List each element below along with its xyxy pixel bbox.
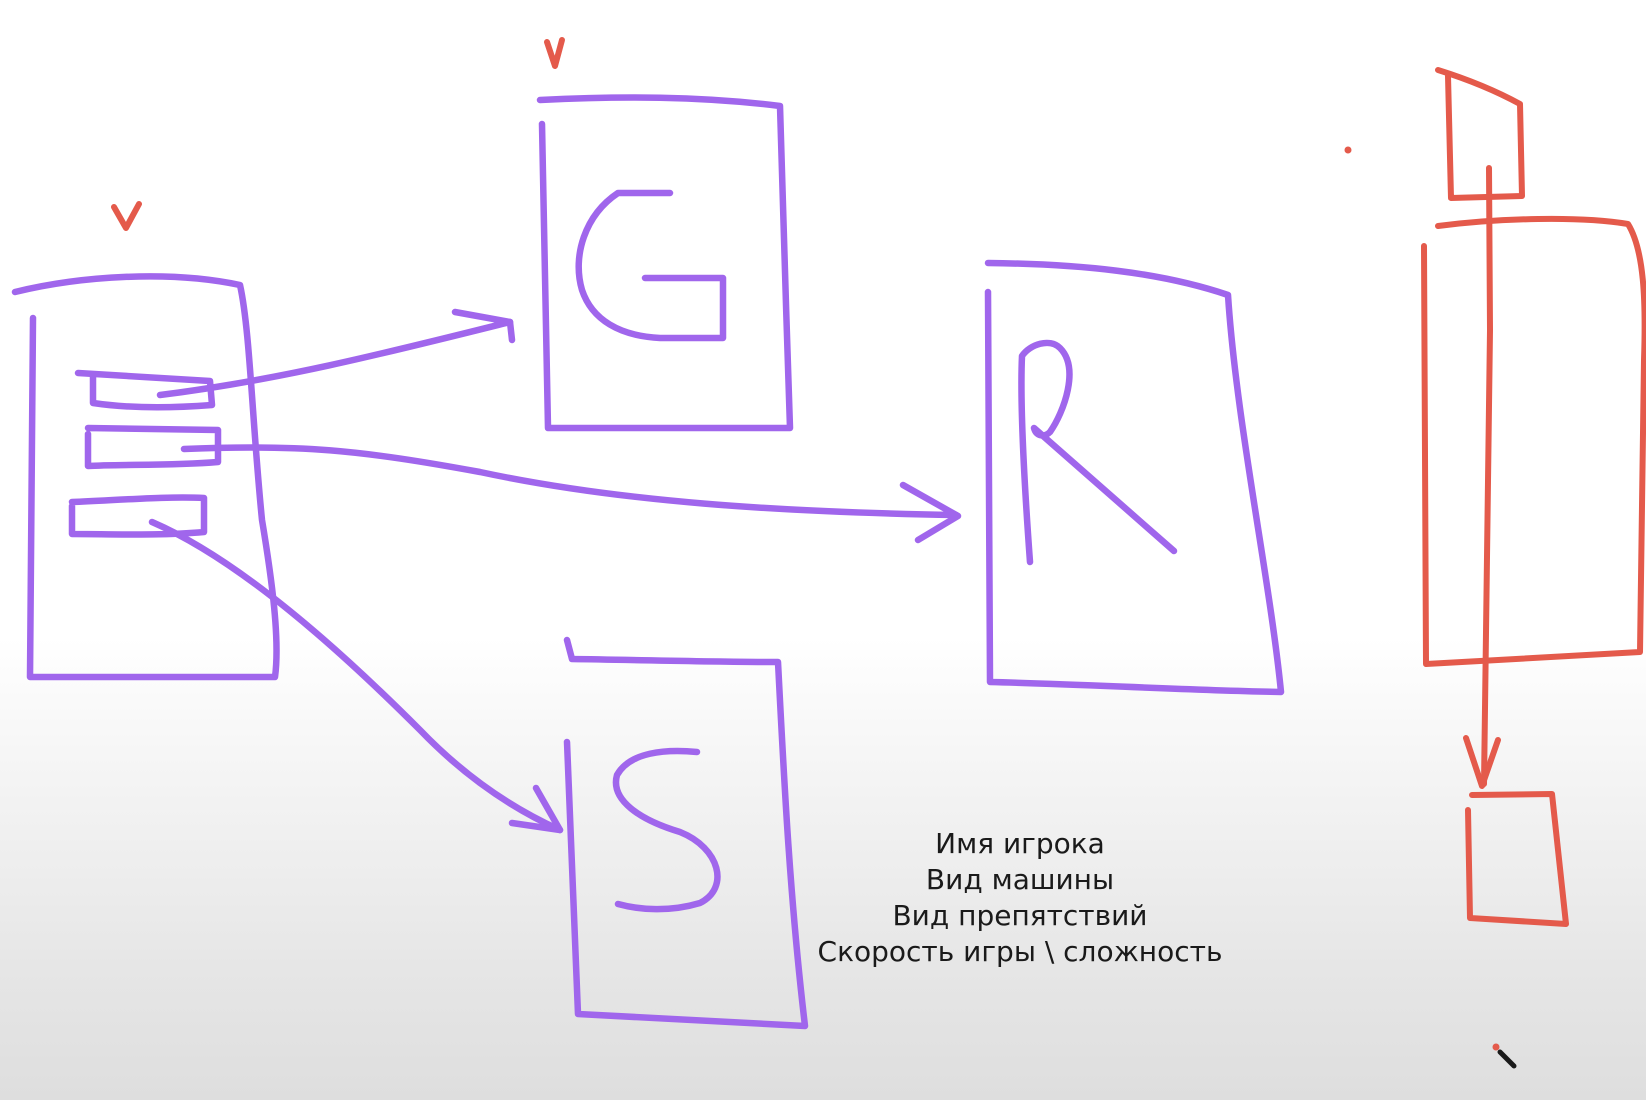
menu-check-mark (111, 201, 142, 231)
arrow-menu-to-settings-head (508, 784, 564, 834)
settings-screen-frame (563, 636, 809, 1030)
arrow-menu-to-results (180, 444, 960, 519)
flow-top-box (1435, 67, 1525, 201)
stray-dot (1344, 146, 1352, 154)
pen-cursor-icon (1497, 1049, 1517, 1069)
results-screen (984, 259, 1285, 696)
transition-arrows (148, 308, 962, 834)
settings-screen (563, 636, 809, 1030)
flow-big-box (1421, 215, 1646, 667)
menu-item-2 (84, 424, 222, 470)
game-screen (536, 37, 794, 432)
menu-screen-frame (11, 273, 280, 681)
game-check-mark (544, 37, 565, 69)
settings-note-car-type: Вид машины (925, 863, 1115, 896)
arrow-menu-to-game (156, 318, 514, 399)
flow-bottom-box (1465, 791, 1569, 927)
game-screen-letter-g (575, 189, 727, 342)
settings-note-player-name: Имя игрока (935, 827, 1105, 860)
arrow-menu-to-game-head (451, 308, 516, 344)
menu-screen (11, 201, 280, 681)
menu-item-3 (68, 494, 208, 538)
menu-item-1 (74, 369, 216, 411)
flow-arrow-head (1463, 735, 1501, 789)
pen-cursor-tip (1492, 1043, 1500, 1051)
settings-notes: Имя игрока Вид машины Вид препятствий Ск… (760, 826, 1280, 970)
results-screen-frame (984, 259, 1285, 696)
flow-arrow-line (1481, 165, 1493, 787)
results-screen-letter-r (1018, 339, 1178, 566)
arrow-menu-to-settings (148, 518, 564, 834)
flow-sketch (1344, 67, 1646, 1069)
settings-screen-letter-s (612, 747, 721, 913)
arrow-menu-to-results-head (899, 481, 962, 544)
settings-note-obstacle-type: Вид препятствий (892, 899, 1148, 932)
settings-note-speed-difficulty: Скорость игры \ сложность (817, 935, 1223, 968)
game-screen-frame (536, 94, 794, 432)
